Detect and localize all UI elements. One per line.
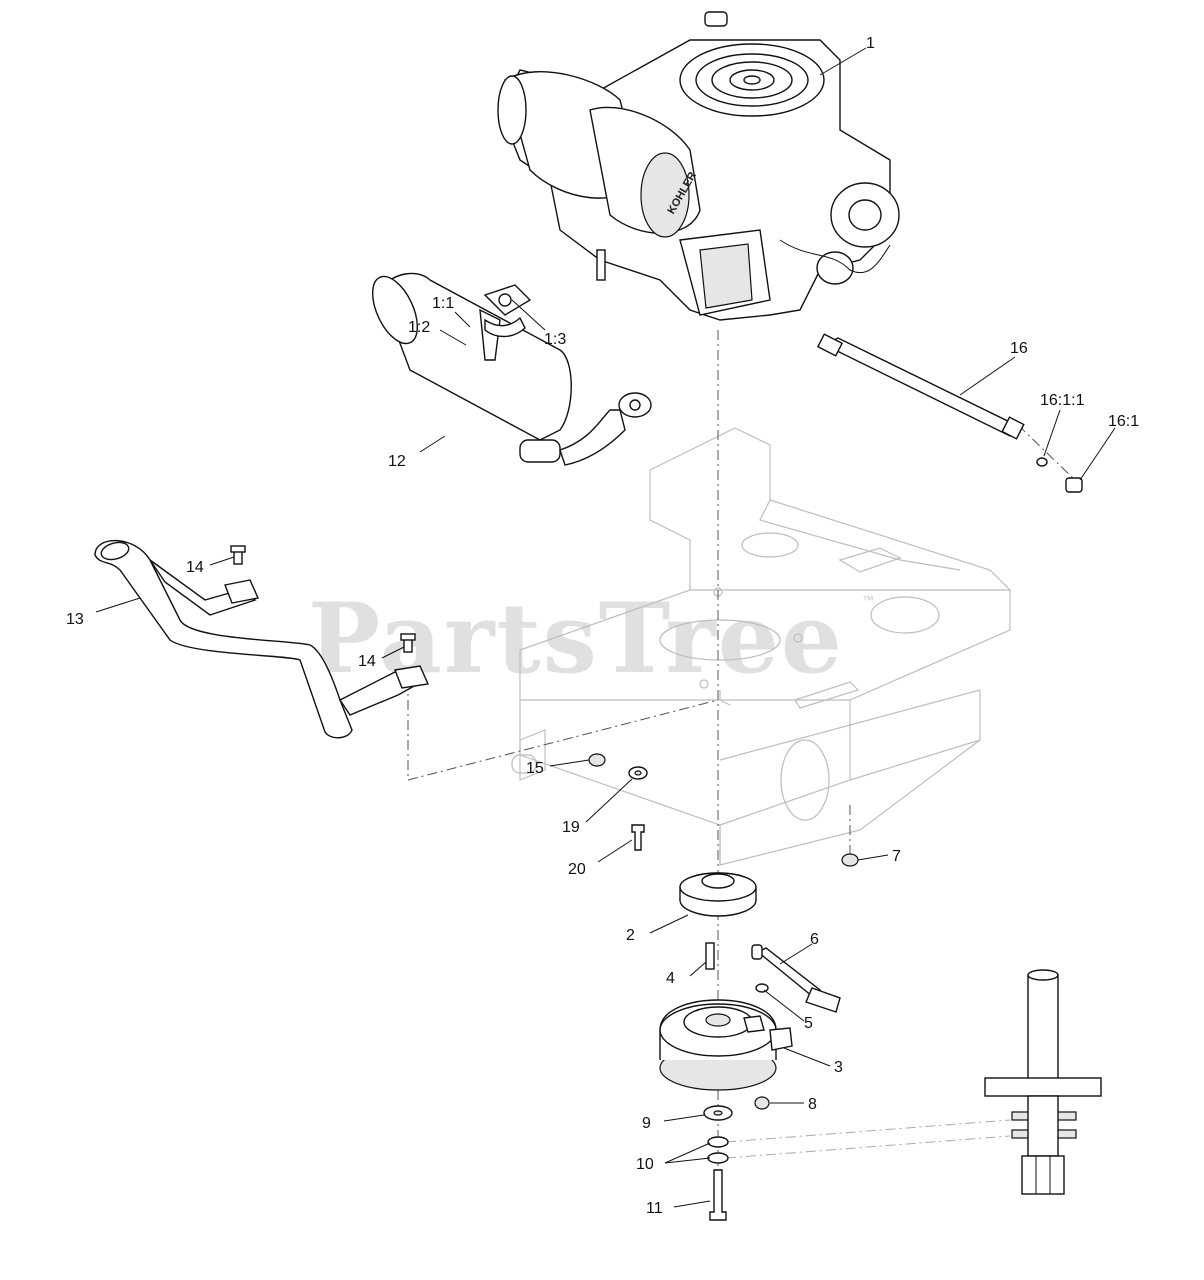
clutch-bolt-part (709, 1169, 727, 1221)
washer-detail-line-b (725, 1135, 1011, 1159)
belleville-washer-b-part (707, 1152, 729, 1164)
callout-16: 16 (1010, 340, 1028, 357)
callout-1: 1 (866, 35, 875, 52)
callout-7: 7 (892, 848, 901, 865)
callout-1-1: 1:1 (432, 295, 454, 312)
callout-2: 2 (626, 927, 635, 944)
callout-16-1: 16:1 (1108, 413, 1139, 430)
callout-11: 11 (646, 1200, 663, 1217)
bushing-part (588, 753, 606, 767)
callout-14b: 14 (358, 653, 376, 670)
bumper-bar-illustration (94, 539, 430, 739)
callout-12: 12 (388, 453, 406, 470)
callout-9: 9 (642, 1115, 651, 1132)
callout-19: 19 (562, 819, 580, 836)
callout-4: 4 (666, 970, 675, 987)
muffler-illustration (371, 272, 652, 466)
pin-20-part (631, 824, 645, 851)
callout-6: 6 (810, 931, 819, 948)
pulley-illustration (679, 872, 757, 917)
callout-3: 3 (834, 1059, 843, 1076)
bumper-link-line (407, 699, 719, 781)
clutch-nut-part (754, 1096, 770, 1110)
washer-detail-line-a (725, 1119, 1011, 1143)
callout-14a: 14 (186, 559, 204, 576)
belleville-washer-a-part (707, 1136, 729, 1148)
callout-10: 10 (636, 1156, 654, 1173)
callout-16-1-1: 16:1:1 (1040, 392, 1085, 409)
callout-8: 8 (808, 1096, 817, 1113)
clutch-illustration (659, 999, 793, 1091)
callout-20: 20 (568, 861, 586, 878)
hose-axis-line (1017, 424, 1076, 481)
bolt-stack-detail (984, 969, 1102, 1195)
watermark-trademark: ™ (862, 593, 874, 607)
callout-15: 15 (526, 760, 544, 777)
oil-drain-hose-illustration (816, 333, 1083, 493)
callout-1-2: 1:2 (408, 319, 430, 336)
callout-1-3: 1:3 (544, 331, 566, 348)
frame-nut-part (841, 853, 859, 867)
engine-illustration: KOHLER (497, 11, 900, 321)
anti-rotation-bracket-illustration (751, 944, 841, 1013)
callout-5: 5 (804, 1015, 813, 1032)
gasket-hole (498, 293, 512, 307)
callout-labels: 1 1:1 1:2 1:3 2 3 4 5 6 7 8 9 10 11 12 1… (66, 35, 1139, 1217)
key-part (705, 942, 715, 970)
callout-leaders (95, 47, 1116, 1208)
callout-13: 13 (66, 611, 84, 628)
